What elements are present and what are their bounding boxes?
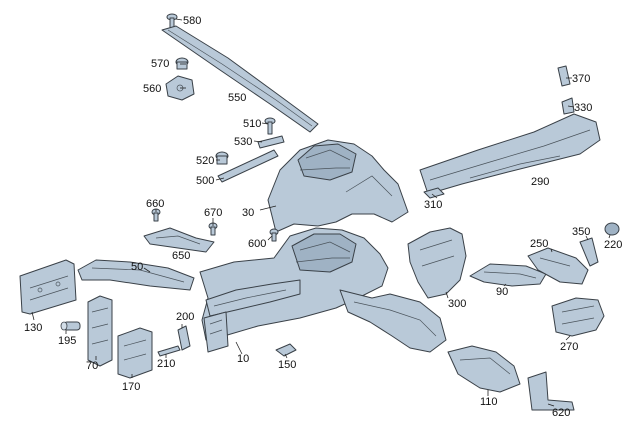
- callout-530: 530: [234, 136, 252, 148]
- callout-510: 510: [243, 118, 261, 130]
- part-130-panel[interactable]: [19, 259, 77, 315]
- callout-90: 90: [496, 286, 508, 298]
- part-290-rail[interactable]: [419, 113, 601, 195]
- callout-195: 195: [58, 335, 76, 347]
- part-670-bolt[interactable]: [208, 222, 218, 236]
- callout-70: 70: [86, 360, 98, 372]
- callout-300: 300: [448, 298, 466, 310]
- callout-560: 560: [143, 83, 161, 95]
- callout-550: 550: [228, 92, 246, 104]
- part-300-panel[interactable]: [407, 227, 467, 299]
- part-520-nut[interactable]: [215, 151, 229, 165]
- callout-210: 210: [157, 358, 175, 370]
- callout-110: 110: [480, 396, 498, 408]
- part-90-plate[interactable]: [469, 263, 547, 287]
- callout-650: 650: [172, 250, 190, 262]
- callout-660: 660: [146, 198, 164, 210]
- callout-620: 620: [552, 407, 570, 419]
- callout-270: 270: [560, 341, 578, 353]
- callout-330: 330: [574, 102, 592, 114]
- callout-600: 600: [248, 238, 266, 250]
- part-110-rail[interactable]: [447, 345, 521, 393]
- callout-310: 310: [424, 199, 442, 211]
- part-50-bracket[interactable]: [77, 259, 195, 291]
- callout-30: 30: [242, 207, 254, 219]
- callout-570: 570: [151, 58, 169, 70]
- callout-10: 10: [237, 353, 249, 365]
- part-210-rod[interactable]: [157, 345, 181, 357]
- callout-580: 580: [183, 15, 201, 27]
- part-250-bracket[interactable]: [527, 247, 589, 285]
- callout-labels: 580 570 560 550 510 530 520 500 30 370 3…: [24, 15, 622, 419]
- part-370-bracket[interactable]: [557, 65, 571, 87]
- part-30-wheelhouse[interactable]: [267, 139, 409, 233]
- part-10-front-structure[interactable]: [199, 227, 447, 353]
- callout-170: 170: [122, 381, 140, 393]
- callout-150: 150: [278, 359, 296, 371]
- callout-290: 290: [531, 176, 549, 188]
- part-570-nut[interactable]: [175, 57, 189, 70]
- callout-50: 50: [131, 261, 143, 273]
- part-170-plate[interactable]: [117, 327, 153, 379]
- leader-lines: [31, 18, 611, 407]
- callout-250: 250: [530, 238, 548, 250]
- part-70-bracket[interactable]: [87, 295, 113, 367]
- part-650-bracket[interactable]: [143, 227, 215, 253]
- part-510-bolt[interactable]: [264, 117, 276, 135]
- callout-520: 520: [196, 155, 214, 167]
- callout-130: 130: [24, 322, 42, 334]
- part-310-plate[interactable]: [423, 187, 445, 199]
- part-600-bolt[interactable]: [269, 228, 279, 242]
- part-550-strip[interactable]: [161, 25, 319, 133]
- part-350-bracket[interactable]: [579, 237, 599, 267]
- callout-200: 200: [176, 311, 194, 323]
- part-150-clip[interactable]: [275, 343, 297, 357]
- part-195-plug[interactable]: [60, 321, 81, 331]
- callout-350: 350: [572, 226, 590, 238]
- part-270-bracket[interactable]: [551, 297, 605, 337]
- callout-500: 500: [196, 175, 214, 187]
- part-500-strip[interactable]: [217, 149, 279, 183]
- part-620-bracket[interactable]: [527, 371, 575, 411]
- part-530-clip[interactable]: [257, 135, 285, 149]
- part-200-bracket[interactable]: [177, 325, 191, 351]
- part-220-cap[interactable]: [604, 222, 620, 236]
- callout-670: 670: [204, 207, 222, 219]
- callout-220: 220: [604, 239, 622, 251]
- callout-370: 370: [572, 73, 590, 85]
